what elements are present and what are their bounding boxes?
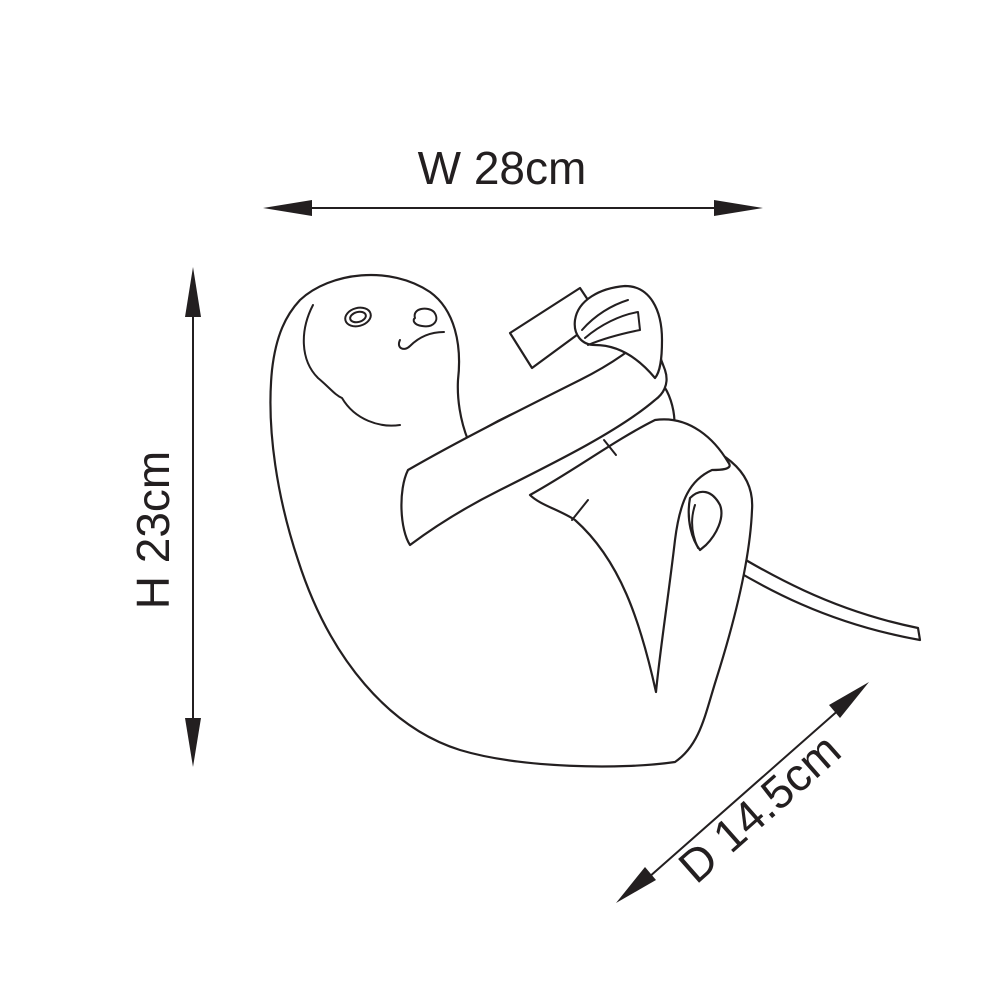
- eye-pupil: [349, 310, 367, 324]
- foot-claw: [691, 504, 699, 549]
- width-label: W 28cm: [418, 142, 587, 194]
- sloth-lamp-drawing: [269, 273, 922, 768]
- sloth-hand: [573, 284, 664, 380]
- claw-line-2: [584, 311, 641, 346]
- leg-crease: [571, 499, 589, 521]
- arrow-up-right-icon: [829, 682, 869, 718]
- eye-icon: [344, 306, 372, 328]
- height-label: H 23cm: [127, 451, 179, 609]
- arrow-up-icon: [185, 267, 201, 317]
- arrow-left-icon: [263, 200, 312, 216]
- claw-line-1: [581, 299, 629, 331]
- arrow-down-left-icon: [616, 867, 656, 903]
- width-dimension: W 28cm: [263, 142, 763, 216]
- sloth-leg: [528, 418, 731, 694]
- nose-icon: [412, 307, 438, 328]
- arrow-right-icon: [714, 200, 763, 216]
- mouth: [398, 331, 445, 350]
- depth-line: [639, 699, 851, 886]
- sloth-foot: [687, 490, 723, 552]
- power-cable: [704, 538, 922, 642]
- sloth-body: [269, 273, 754, 768]
- depth-label: D 14.5cm: [668, 723, 850, 892]
- arrow-down-icon: [185, 718, 201, 767]
- sloth-arm: [400, 328, 668, 547]
- height-dimension: H 23cm: [127, 267, 201, 767]
- face-patch: [302, 304, 401, 427]
- arm-crease: [603, 439, 617, 456]
